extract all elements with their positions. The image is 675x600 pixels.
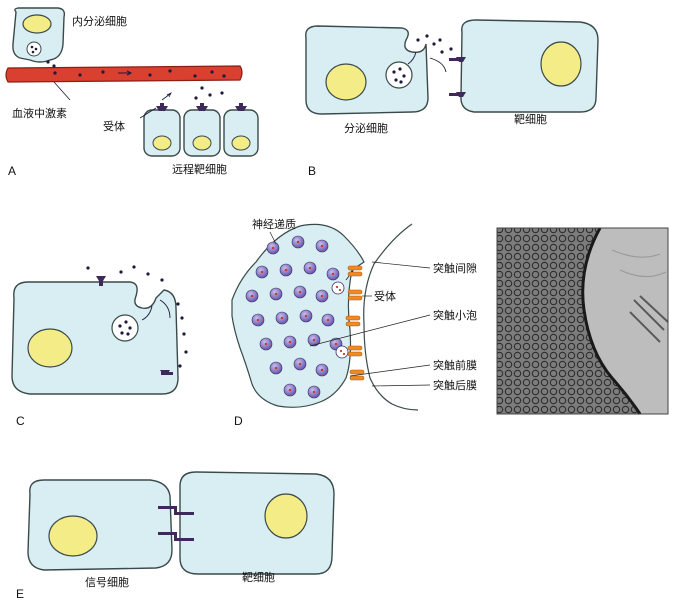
autocrine-vesicle	[111, 314, 139, 342]
secretory-nucleus	[325, 63, 367, 101]
contact-junctions	[158, 506, 194, 541]
autocrine-receptors	[96, 276, 173, 375]
signal-nucleus	[48, 515, 98, 557]
panel-a: 内分泌细胞 血液中激素	[5, 7, 259, 178]
distant-target-cells	[143, 103, 259, 157]
presynaptic-terminal	[231, 223, 365, 408]
label-target-cell-b: 靶细胞	[514, 113, 547, 126]
panel-b: 分泌细胞 靶细胞 B	[305, 19, 599, 178]
endocrine-vesicle	[26, 41, 42, 57]
label-postsynaptic-membrane: 突触后膜	[433, 378, 477, 392]
hormone-molecules	[46, 60, 226, 100]
label-presynaptic-membrane: 突触前膜	[433, 358, 477, 372]
receptors-b	[449, 57, 466, 97]
secretory-vesicle	[385, 61, 413, 89]
label-blood-hormone: 血液中激素	[12, 106, 67, 120]
target-nucleus-b	[540, 41, 582, 87]
signal-cell	[27, 479, 173, 571]
label-endocrine-cell: 内分泌细胞	[72, 14, 127, 28]
panel-letter-e: E	[16, 587, 24, 600]
panel-letter-d: D	[234, 414, 243, 428]
panel-letter-c: C	[16, 414, 25, 428]
panel-letter-b: B	[308, 164, 316, 178]
endocrine-nucleus	[22, 14, 52, 34]
label-secretory-cell: 分泌细胞	[344, 122, 388, 135]
label-target-cell-e: 靶细胞	[242, 571, 275, 584]
panel-letter-a: A	[8, 164, 16, 178]
blood-vessel	[5, 65, 243, 83]
panel-d: 神经递质 受体 突触间隙 突触小泡 突触前膜 突触后膜 D	[231, 217, 669, 428]
electron-micrograph	[496, 227, 669, 415]
label-distant-target: 远程靶细胞	[172, 163, 227, 176]
postsynaptic-membrane	[363, 223, 419, 411]
label-receptor-d: 受体	[374, 289, 396, 303]
label-synaptic-vesicle: 突触小泡	[433, 308, 477, 322]
target-cell-e	[179, 471, 335, 575]
label-receptor-a: 受体	[103, 119, 125, 133]
panel-c: C	[11, 265, 188, 428]
label-synaptic-cleft: 突触间隙	[433, 261, 477, 275]
target-nucleus-e	[264, 493, 308, 539]
autocrine-nucleus	[27, 328, 73, 368]
label-neurotransmitter: 神经递质	[252, 217, 296, 231]
label-signal-cell: 信号细胞	[85, 576, 129, 589]
panel-e: 信号细胞 靶细胞 E	[16, 471, 335, 600]
synaptic-receptors	[345, 265, 365, 381]
